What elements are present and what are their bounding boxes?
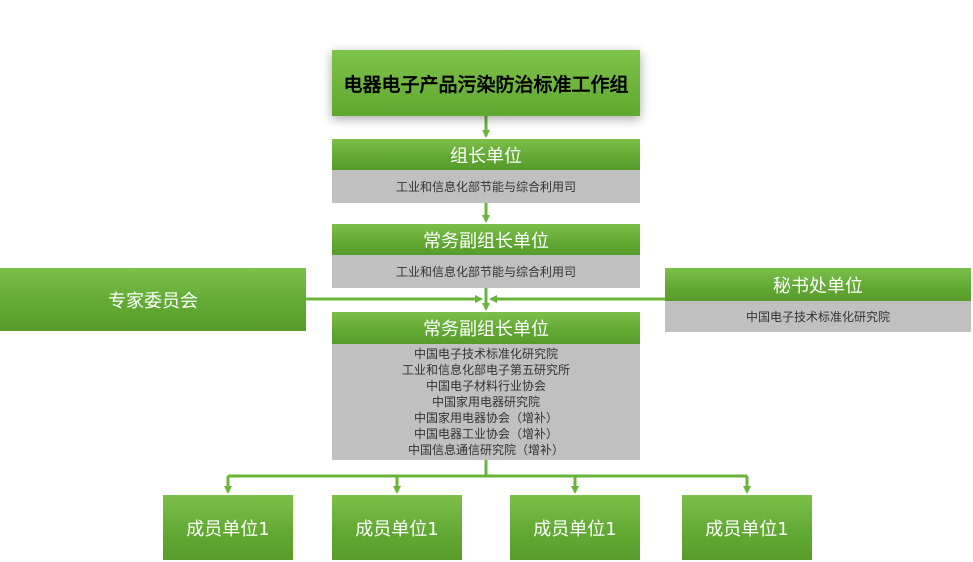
leader-unit-body: 工业和信息化部节能与综合利用司: [332, 170, 640, 203]
member-unit-label: 成员单位1: [355, 518, 439, 540]
secretariat-header: 秘书处单位: [665, 268, 971, 301]
exec-deputy-header: 常务副组长单位: [332, 224, 640, 255]
secretariat-body: 中国电子技术标准化研究院: [665, 301, 971, 332]
deputy-unit-item: 中国电器工业协会（增补）: [413, 427, 558, 441]
deputy-body: 中国电子技术标准化研究院 工业和信息化部电子第五研究所 中国电子材料行业协会 中…: [332, 344, 640, 460]
leader-unit-name: 工业和信息化部节能与综合利用司: [395, 180, 576, 194]
member-unit-3: 成员单位1: [510, 495, 640, 560]
deputy-unit-item: 中国家用电器研究院: [431, 395, 540, 409]
leader-unit-header-text: 组长单位: [450, 145, 522, 167]
deputy-unit-item: 中国家用电器协会（增补）: [413, 411, 558, 425]
leader-unit-header: 组长单位: [332, 139, 640, 170]
deputy-unit-item: 中国信息通信研究院（增补）: [407, 443, 564, 457]
deputy-unit-item: 工业和信息化部电子第五研究所: [401, 363, 570, 377]
deputy-unit-item: 中国电子材料行业协会: [425, 379, 546, 393]
exec-deputy-header-text: 常务副组长单位: [423, 230, 549, 252]
deputy-header: 常务副组长单位: [332, 312, 640, 344]
exec-deputy-unit-name: 工业和信息化部节能与综合利用司: [395, 265, 576, 279]
exec-deputy-body: 工业和信息化部节能与综合利用司: [332, 255, 640, 288]
secretariat-unit-name: 中国电子技术标准化研究院: [745, 310, 890, 324]
working-group-title: 电器电子产品污染防治标准工作组: [332, 50, 640, 116]
deputy-header-text: 常务副组长单位: [423, 319, 549, 340]
member-unit-2: 成员单位1: [332, 495, 462, 560]
deputy-unit-item: 中国电子技术标准化研究院: [413, 347, 558, 361]
member-unit-4: 成员单位1: [682, 495, 812, 560]
member-unit-label: 成员单位1: [186, 518, 270, 540]
member-unit-label: 成员单位1: [705, 518, 789, 540]
member-unit-1: 成员单位1: [163, 495, 293, 560]
secretariat-header-text: 秘书处单位: [773, 275, 863, 297]
expert-committee-label: 专家委员会: [108, 290, 198, 312]
member-unit-label: 成员单位1: [533, 518, 617, 540]
expert-committee: 专家委员会: [0, 268, 306, 331]
working-group-title-text: 电器电子产品污染防治标准工作组: [343, 73, 629, 96]
